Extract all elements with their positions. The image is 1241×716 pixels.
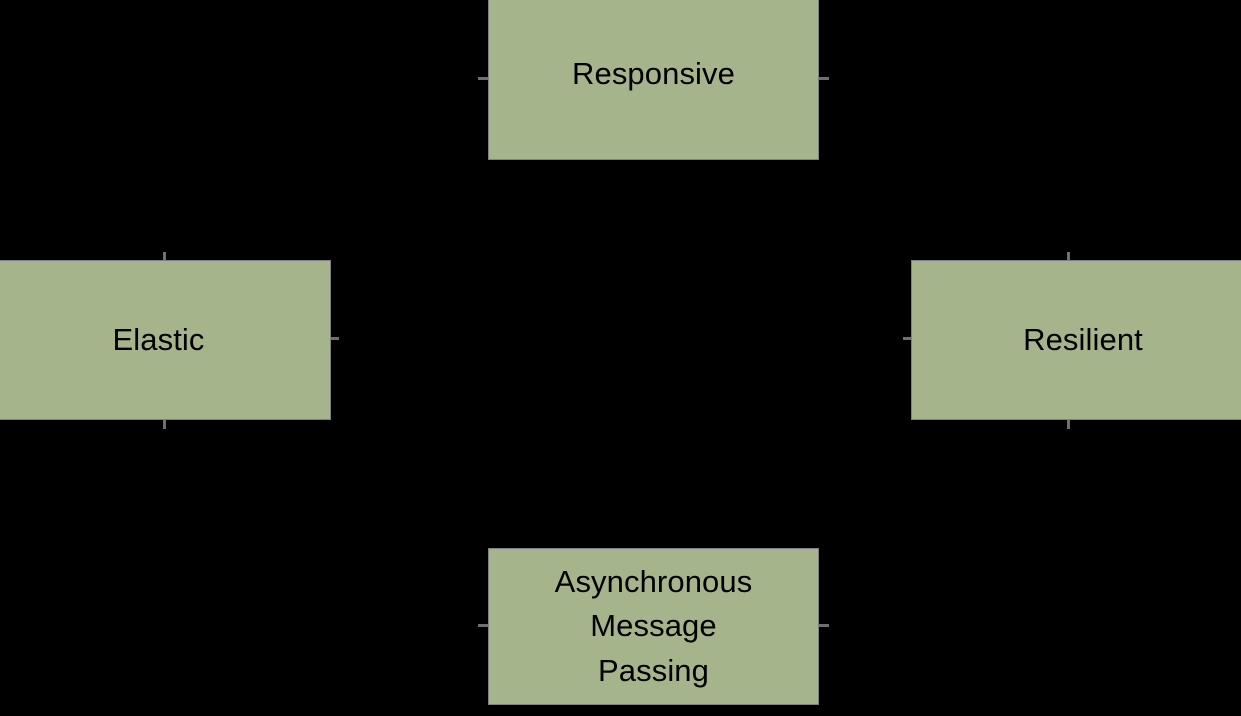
connector-elastic-bottom	[163, 419, 166, 429]
connector-responsive-right	[817, 77, 829, 80]
node-elastic-label: Elastic	[112, 321, 205, 357]
node-resilient-label: Resilient	[1023, 321, 1143, 357]
connector-async-right	[817, 624, 829, 627]
connector-resilient-left	[903, 337, 915, 340]
node-asynchronous-message-passing[interactable]: Asynchronous Message Passing	[488, 548, 819, 705]
node-responsive[interactable]: Responsive	[488, 0, 819, 160]
connector-elastic-top	[163, 252, 166, 262]
node-responsive-label: Responsive	[572, 55, 735, 91]
node-asynchronous-message-passing-label: Asynchronous Message Passing	[554, 564, 753, 688]
connector-elastic-right	[329, 337, 339, 340]
connector-async-left	[478, 624, 490, 627]
node-resilient[interactable]: Resilient	[911, 260, 1241, 420]
connector-responsive-left	[478, 77, 490, 80]
node-elastic[interactable]: Elastic	[0, 260, 331, 420]
connector-resilient-top	[1067, 252, 1070, 262]
connector-resilient-bottom	[1067, 419, 1070, 429]
